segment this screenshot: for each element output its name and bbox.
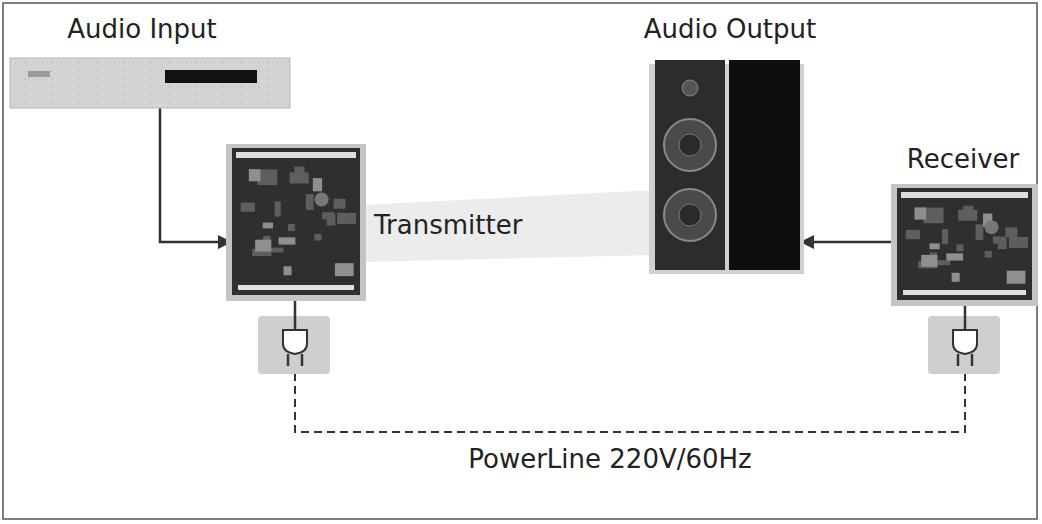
speaker: Audio Output [655,60,800,270]
audio-arrow [160,108,232,242]
speaker-picture [655,60,800,270]
edge-label: PowerLine 220V/60Hz [462,445,758,475]
receiver-board-picture [897,188,1032,300]
audio-source-device: Audio Input [10,58,290,108]
audio-source-device-picture [10,58,290,108]
receiver-board: Receiver [897,188,1032,300]
transmitter-board-picture [232,148,360,295]
node-label: Transmitter [372,211,524,241]
plug-icon [928,301,1000,374]
node-label: Audio Input [65,15,219,45]
node-label: Audio Output [642,15,818,45]
transmitter-board: Transmitter [232,148,360,295]
audio-arrow [800,241,897,244]
powerline-wire [295,295,965,432]
outer-frame [3,3,1037,519]
shadow-wedge [362,190,655,262]
node-label: Receiver [905,145,1021,175]
plug-icon [258,296,330,374]
